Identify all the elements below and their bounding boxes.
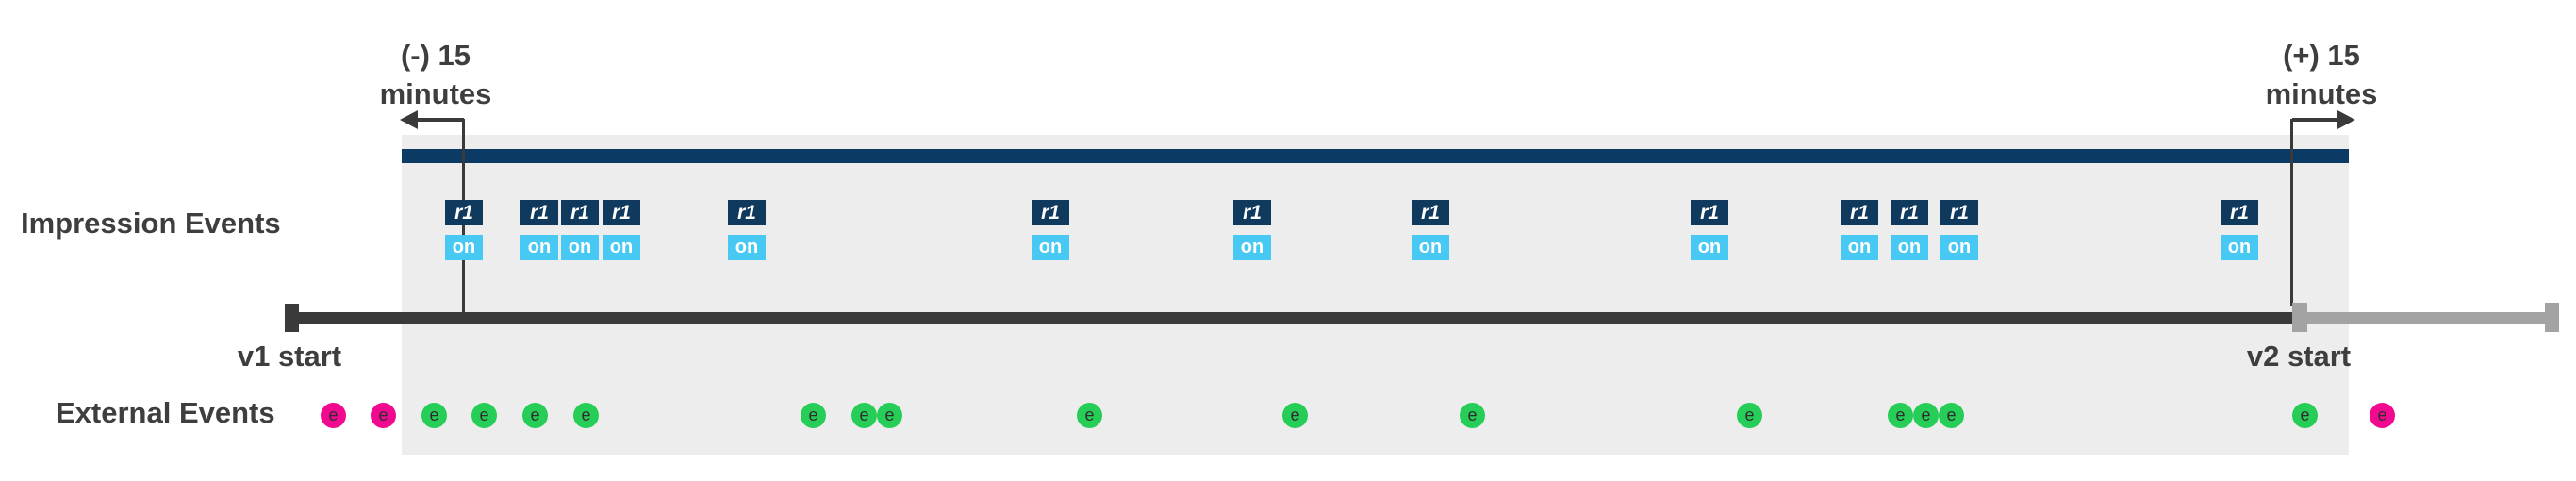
external-event-dot: e: [1282, 403, 1308, 428]
external-event-dot: e: [371, 403, 396, 428]
external-event-dot: e: [877, 403, 902, 428]
timeline-v2-segment: [2307, 312, 2546, 324]
impression-r1-box: r1: [561, 200, 599, 225]
impression-r1-box: r1: [1691, 200, 1728, 225]
impression-r1-box: r1: [603, 200, 640, 225]
external-event-dot: e: [2292, 403, 2318, 428]
external-event-dot: e: [2370, 403, 2395, 428]
impression-event-marker: r1 on: [1412, 200, 1449, 260]
external-event-dot: e: [1737, 403, 1762, 428]
post-window-offset-line1: (+) 15: [2283, 39, 2360, 72]
right-boundary-guide-line: [2290, 119, 2293, 306]
v2-start-cap: [2292, 303, 2307, 332]
impression-event-marker: r1 on: [561, 200, 599, 260]
left-arrowhead-icon: [400, 110, 418, 129]
external-events-row-label: External Events: [56, 396, 275, 429]
impression-event-marker: r1 on: [1233, 200, 1271, 260]
pre-window-offset-line2: minutes: [379, 77, 492, 110]
left-offset-arrow: [416, 118, 464, 122]
impression-event-marker: r1 on: [2221, 200, 2258, 260]
impression-r1-box: r1: [520, 200, 558, 225]
impression-on-box: on: [1412, 235, 1449, 260]
impression-on-box: on: [561, 235, 599, 260]
impression-on-box: on: [1891, 235, 1928, 260]
impression-on-box: on: [1940, 235, 1978, 260]
impression-event-marker: r1 on: [520, 200, 558, 260]
post-window-offset-label: (+) 15 minutes: [2208, 36, 2435, 113]
v1-start-label: v1 start: [237, 340, 342, 373]
impression-event-marker: r1 on: [1841, 200, 1878, 260]
timeline-v1-segment: [285, 312, 2292, 324]
external-event-dot: e: [1077, 403, 1102, 428]
evaluation-window-panel: [402, 135, 2349, 455]
external-event-dot: e: [1460, 403, 1485, 428]
impression-r1-box: r1: [2221, 200, 2258, 225]
impression-event-marker: r1 on: [445, 200, 483, 260]
external-event-dot: e: [1913, 403, 1939, 428]
external-event-dot: e: [851, 403, 877, 428]
impression-on-box: on: [603, 235, 640, 260]
impression-event-marker: r1 on: [1691, 200, 1728, 260]
external-event-dot: e: [1939, 403, 1964, 428]
impression-on-box: on: [1233, 235, 1271, 260]
right-offset-arrow: [2292, 118, 2340, 122]
impression-event-marker: r1 on: [603, 200, 640, 260]
impression-on-box: on: [520, 235, 558, 260]
pre-window-offset-line1: (-) 15: [400, 39, 471, 72]
external-event-dot: e: [1888, 403, 1913, 428]
impression-events-row-label: Impression Events: [21, 207, 281, 240]
external-event-dot: e: [522, 403, 548, 428]
impression-event-marker: r1 on: [1891, 200, 1928, 260]
impression-r1-box: r1: [445, 200, 483, 225]
impression-on-box: on: [1032, 235, 1069, 260]
impression-r1-box: r1: [1940, 200, 1978, 225]
post-window-offset-line2: minutes: [2265, 77, 2378, 110]
impression-r1-box: r1: [728, 200, 766, 225]
v2-start-label: v2 start: [2246, 340, 2352, 373]
external-event-dot: e: [421, 403, 447, 428]
impression-r1-box: r1: [1891, 200, 1928, 225]
impression-r1-box: r1: [1412, 200, 1449, 225]
impression-event-marker: r1 on: [1032, 200, 1069, 260]
external-event-dot: e: [801, 403, 826, 428]
impression-r1-box: r1: [1032, 200, 1069, 225]
impression-window-bar: [402, 149, 2349, 163]
right-arrowhead-icon: [2337, 110, 2355, 129]
external-event-dot: e: [471, 403, 497, 428]
impression-on-box: on: [728, 235, 766, 260]
pre-window-offset-label: (-) 15 minutes: [322, 36, 549, 113]
external-event-dot: e: [321, 403, 346, 428]
timeline-end-cap: [2545, 303, 2559, 332]
impression-on-box: on: [445, 235, 483, 260]
impression-event-marker: r1 on: [1940, 200, 1978, 260]
impression-on-box: on: [2221, 235, 2258, 260]
impression-event-marker: r1 on: [728, 200, 766, 260]
impression-on-box: on: [1841, 235, 1878, 260]
impression-r1-box: r1: [1233, 200, 1271, 225]
impression-on-box: on: [1691, 235, 1728, 260]
v1-start-cap: [285, 304, 299, 332]
impression-r1-box: r1: [1841, 200, 1878, 225]
external-event-dot: e: [573, 403, 599, 428]
